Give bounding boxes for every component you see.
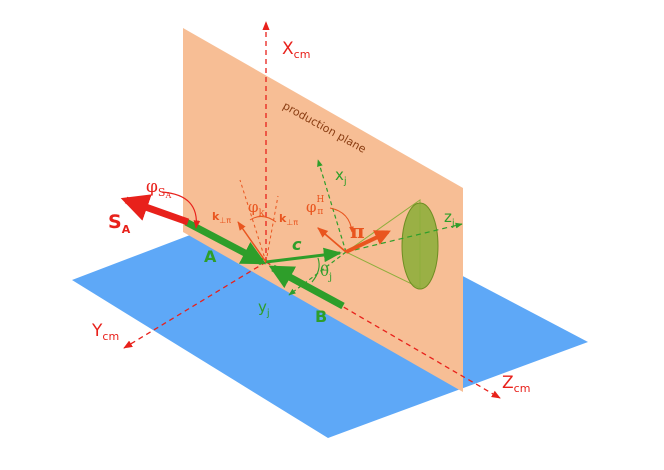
jet-cone-base (401, 202, 439, 290)
x-j-label: xj (335, 166, 347, 187)
phi-sa-arc (161, 191, 201, 229)
y-cm-axis (123, 261, 267, 349)
phi-pi-arc (329, 207, 354, 233)
a-label: A (204, 247, 217, 266)
x-cm-label: Xcm (282, 39, 310, 61)
c-label: c (292, 235, 302, 254)
phi-k-label: φk (248, 198, 266, 219)
z-j-axis (345, 222, 463, 253)
phi-sa-label: φSA (146, 177, 171, 200)
spin-vector-s-a (120, 194, 190, 226)
pi-label: π (350, 219, 365, 243)
s-a-label: SA (108, 211, 131, 236)
z-cm-label: Zcm (502, 373, 530, 395)
k-perp-vector-jet (317, 227, 347, 253)
phi-k-arc (249, 216, 277, 223)
k-perp-label-origin: k⊥π (212, 210, 231, 225)
pion-vector (345, 230, 391, 254)
k-perp-label-jet: k⊥π (279, 212, 298, 227)
x-j-axis (317, 159, 347, 253)
jet-vector-c (265, 247, 342, 264)
theta-j-label: θj (320, 262, 332, 283)
y-j-label: yj (258, 298, 270, 319)
production-plane (183, 28, 463, 392)
theta-j-arc (311, 257, 320, 283)
beam-b (268, 264, 345, 310)
y-cm-label: Ycm (91, 321, 119, 343)
z-j-label: zj (444, 208, 455, 229)
k-perp-vector-origin (237, 221, 267, 263)
b-label: B (315, 307, 327, 326)
k-guide-line-2 (265, 195, 279, 263)
